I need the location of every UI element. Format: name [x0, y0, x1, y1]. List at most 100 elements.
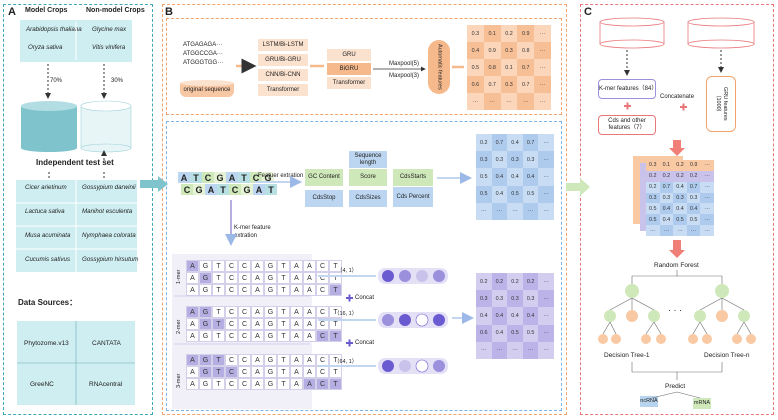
matrix-cell: 0.4 [522, 168, 539, 186]
matrix-cell: 0.5 [476, 185, 492, 203]
source-greenc: GreeNC [30, 381, 54, 388]
test-crop-left-1: Cicer arietinum [25, 184, 67, 191]
kmer-base: C [225, 366, 238, 378]
automatic-features-label: Automatic features [436, 44, 443, 90]
kmer-base: T [212, 366, 225, 378]
kmer-base: A [303, 378, 316, 390]
kmer-base: A [251, 306, 264, 318]
matrix-cell: ··· [538, 341, 554, 359]
test-crop-right-1: Gossypium darwinii [82, 184, 136, 191]
kmer-base: C [225, 306, 238, 318]
model2-bigru: BiGRU [327, 63, 371, 75]
kmer-base: G [264, 284, 277, 296]
kmer-base: C [238, 330, 251, 342]
trees-ellipsis: · · · [668, 305, 682, 315]
matrix-cell: 0.9 [483, 42, 501, 59]
matrix-cell: 0.2 [507, 273, 523, 291]
feat-gc-content: GC Content [305, 169, 343, 186]
kmer-base: G [199, 378, 212, 390]
matrix-cell: ··· [517, 93, 535, 110]
data-sources-box [17, 321, 135, 405]
panel-c [580, 4, 774, 415]
kmer-base: C [316, 318, 329, 330]
kmer-name-2: 2-mer [176, 319, 182, 334]
nucleotide: G [262, 172, 274, 183]
kmer-base: A [251, 284, 264, 296]
feature-extraction-label: Featuer extration [258, 173, 304, 179]
kmer-base: A [186, 318, 199, 330]
nucleotide: C [229, 184, 241, 195]
kmer-base: A [251, 272, 264, 284]
orig-seq-2: ATGGCCGA··· [183, 51, 223, 57]
kmer-base: A [186, 272, 199, 284]
matrix-cell: 0.4 [673, 181, 687, 193]
matrix-cell: 0.3 [646, 160, 660, 171]
matrix-cell: ··· [659, 225, 674, 236]
matrix-cell: 0.3 [500, 42, 518, 59]
kmer-base: C [316, 330, 329, 342]
matrix-cell: 0.8 [483, 59, 501, 76]
matrix-cell: ··· [700, 170, 714, 182]
matrix-cell: 0.2 [476, 273, 492, 291]
test-crop-right-4: Gossypium hirsutum [82, 256, 139, 263]
feat-cds-starts: CdsStarts [393, 169, 433, 186]
model2-gru: GRU [327, 49, 371, 61]
kmer-base: A [290, 330, 303, 342]
kmer-base: A [186, 260, 199, 272]
kmer-base: A [303, 318, 316, 330]
nucleotide: A [178, 172, 190, 183]
concat-label-1: Concat [355, 295, 375, 301]
matrix-cell: 0.7 [491, 134, 508, 152]
matrix-cell: 0.2 [491, 273, 508, 291]
kmer-base: G [199, 284, 212, 296]
matrix-cell: 0.3 [476, 290, 492, 308]
concatenate-label: Concatenate [660, 94, 695, 100]
concat-label-2: Concat [355, 340, 375, 346]
kmer-base: C [316, 366, 329, 378]
kmer-base: C [225, 260, 238, 272]
matrix-cell: 0.2 [673, 170, 687, 182]
kmer-base: G [264, 306, 277, 318]
kmer-base: T [212, 272, 225, 284]
kmer-base: T [329, 284, 342, 296]
kmer-base: A [303, 306, 316, 318]
kmer-base: T [277, 318, 290, 330]
kmer-base: T [329, 306, 342, 318]
original-sequence-box: original sequence [180, 83, 234, 97]
kmer-base: A [290, 354, 303, 366]
kmer-base: A [290, 378, 303, 390]
matrix-cell: 0.4 [491, 185, 508, 203]
matrix-cell: 0.3 [646, 192, 660, 204]
matrix-cell: ··· [476, 341, 492, 359]
matrix-cell: 0.4 [476, 307, 492, 325]
kmer-base: C [225, 378, 238, 390]
matrix-cell: 0.7 [659, 181, 674, 193]
matrix-cell: 0.5 [476, 168, 492, 186]
kmer-base: G [199, 318, 212, 330]
feat-cds-percent: Cds Percent [393, 187, 433, 207]
feat-cds-stop: CdsStop [305, 190, 343, 207]
matrix-cell: ··· [646, 225, 660, 236]
nucleotide: G [241, 184, 253, 195]
gru-features-box: GRU features（1000） [706, 76, 736, 132]
kmer-base: A [186, 366, 199, 378]
nucleotide: C [181, 184, 193, 195]
test-crop-left-4: Cucumis sativus [25, 256, 71, 263]
kmer-base: G [199, 272, 212, 284]
panel-c-letter: C [584, 6, 592, 18]
kmer-base: T [329, 366, 342, 378]
matrix-cell: 0.3 [659, 192, 674, 204]
panel-b-letter: B [165, 6, 173, 18]
kmer-base: C [316, 260, 329, 272]
nucleotide: T [190, 172, 202, 183]
random-forest-label: Random Forest [654, 262, 699, 269]
matrix-cell: 0.7 [517, 76, 535, 93]
kmer-base: C [238, 354, 251, 366]
matrix-cell: ··· [700, 160, 714, 171]
